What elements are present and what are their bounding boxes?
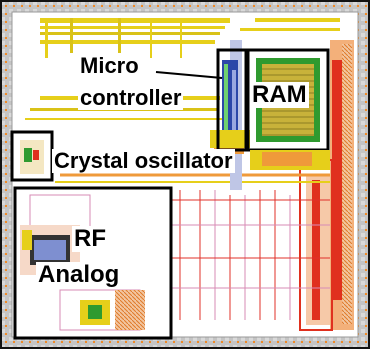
ram-block bbox=[244, 48, 330, 170]
label-micro: Micro bbox=[78, 53, 141, 78]
rf-analog-block bbox=[13, 186, 173, 340]
routing-wires bbox=[55, 173, 330, 320]
label-rf: RF bbox=[72, 225, 108, 252]
label-controller: controller bbox=[78, 85, 184, 110]
crystal-oscillator-block bbox=[10, 130, 54, 182]
label-analog: Analog bbox=[36, 261, 122, 288]
label-crystal-oscillator: Crystal oscillator bbox=[52, 148, 235, 173]
label-ram: RAM bbox=[250, 81, 309, 108]
micro-leader-line bbox=[155, 71, 223, 79]
